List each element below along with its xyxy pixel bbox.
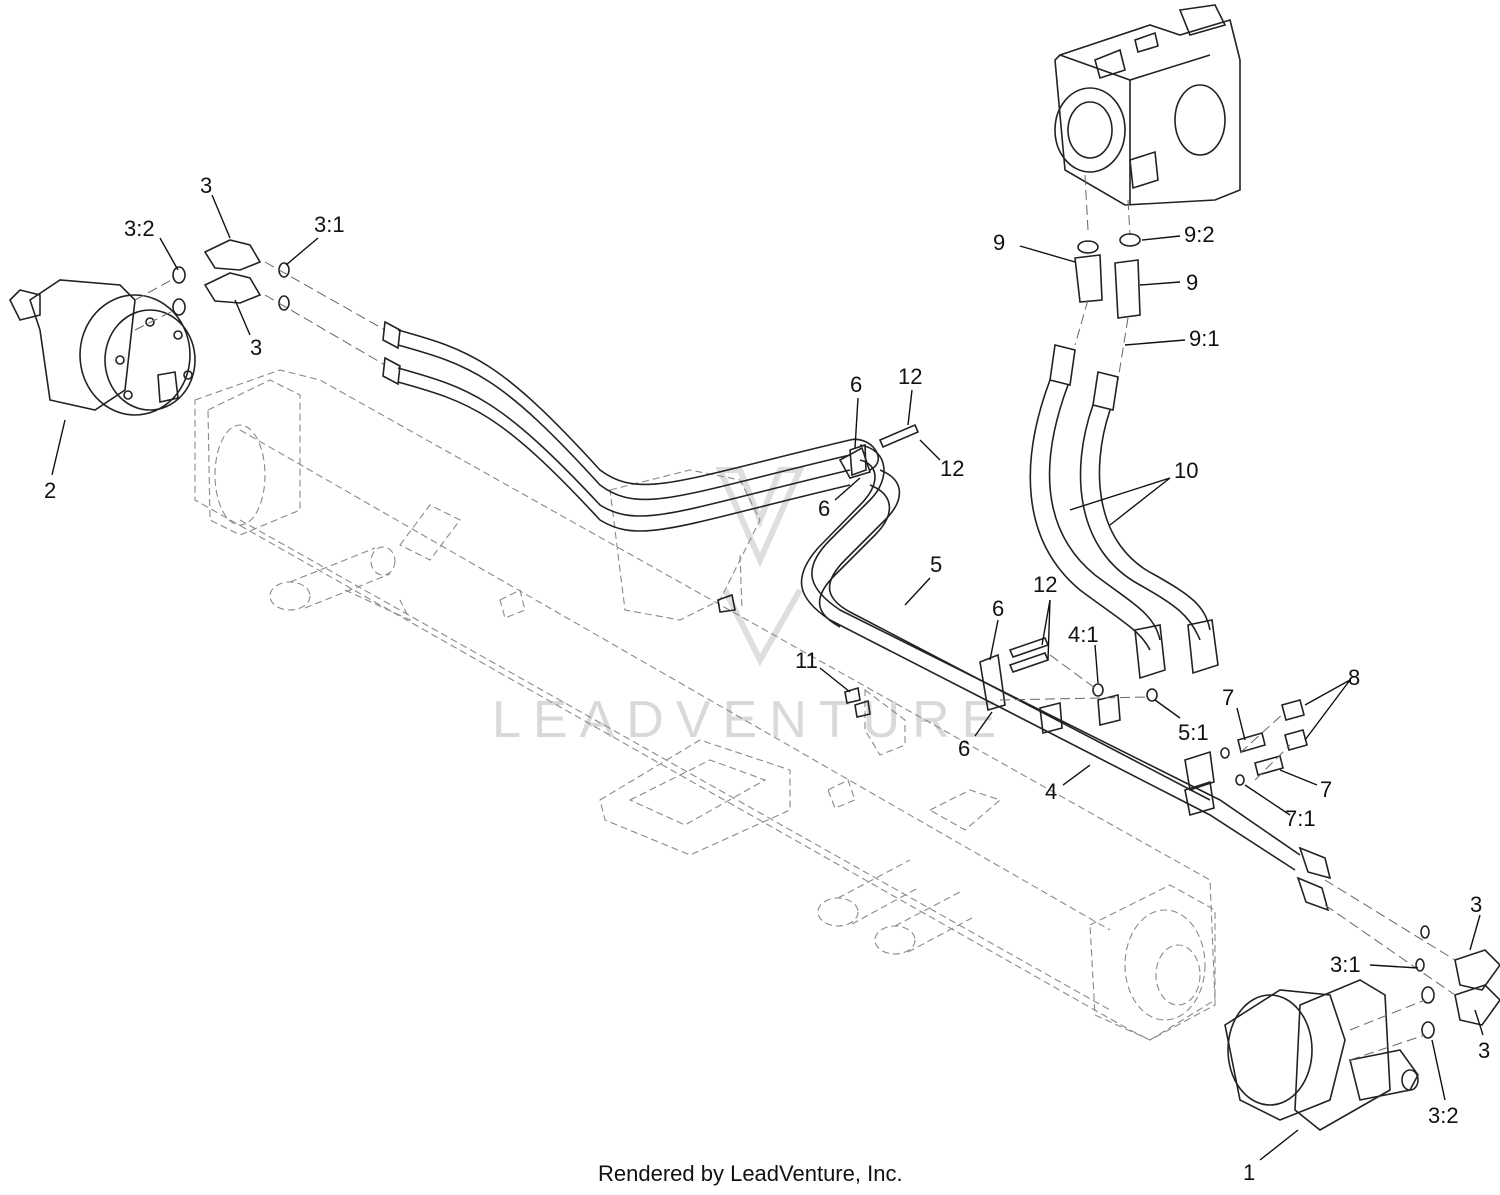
callout-3-2-right: 3:2 (1428, 1103, 1459, 1128)
flexible-hoses (1029, 344, 1219, 680)
callout-3-top: 3 (200, 173, 212, 198)
callout-7-1: 7:1 (1285, 806, 1316, 831)
callout-6-upper: 6 (818, 496, 830, 521)
callout-10: 10 (1174, 458, 1198, 483)
callout-9-left: 9 (993, 230, 1005, 255)
callout-3-mid-left: 3 (250, 335, 262, 360)
watermark-text: LEADVENTURE (492, 691, 1008, 749)
callout-9-right: 9 (1186, 270, 1198, 295)
left-wheel-motor (9, 279, 196, 416)
callout-12-mid: 12 (940, 456, 964, 481)
callout-5-1: 5:1 (1178, 720, 1209, 745)
rigid-tubes (382, 320, 1332, 912)
axle-frame-ghost (194, 369, 1216, 1041)
callout-3-right-top: 3 (1470, 892, 1482, 917)
callout-5: 5 (930, 552, 942, 577)
left-fittings (134, 239, 386, 366)
callout-2: 2 (44, 478, 56, 503)
watermark: LEADVENTURE (492, 467, 1008, 749)
callout-3-2-left: 3:2 (124, 216, 155, 241)
callout-6-lower: 6 (958, 736, 970, 761)
callout-7-lower: 7 (1320, 777, 1332, 802)
callout-3-1-right: 3:1 (1330, 952, 1361, 977)
right-wheel-motor (1224, 879, 1500, 1131)
hydraulic-pump (1054, 4, 1241, 236)
callout-4: 4 (1045, 779, 1057, 804)
callout-7-upper: 7 (1222, 685, 1234, 710)
callout-12-lower: 12 (1033, 572, 1057, 597)
leader-lines (51, 194, 1484, 1161)
callout-9-2: 9:2 (1184, 222, 1215, 247)
callout-4-1: 4:1 (1068, 622, 1099, 647)
pump-fittings (1074, 233, 1141, 381)
callout-11: 11 (795, 648, 818, 673)
callout-12-top: 12 (898, 364, 922, 389)
callout-6-mid: 6 (992, 596, 1004, 621)
callout-3-1-left: 3:1 (314, 212, 345, 237)
callout-6-top: 6 (850, 372, 862, 397)
footer-credit: Rendered by LeadVenture, Inc. (598, 1161, 903, 1186)
small-hardware (717, 423, 1308, 786)
callout-3-right-bottom: 3 (1478, 1038, 1490, 1063)
callout-labels: 3 3:2 3:1 3 2 9 9:2 9 9:1 6 12 12 6 10 5… (44, 173, 1490, 1185)
callout-8: 8 (1348, 665, 1360, 690)
callout-9-1: 9:1 (1189, 326, 1220, 351)
callout-1: 1 (1243, 1160, 1255, 1185)
